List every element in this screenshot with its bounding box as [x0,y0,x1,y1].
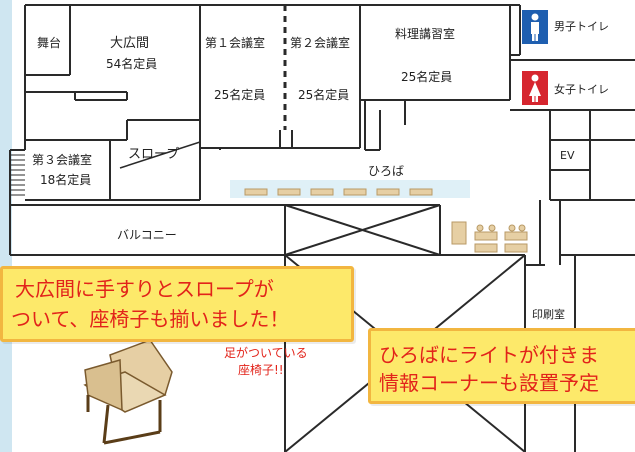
room3-name: 第３会議室 [32,153,93,167]
chair-note-line1: 足がついている [224,346,308,360]
info-corner-furniture [451,221,528,253]
room3-capacity: 18名定員 [40,173,92,187]
plaza-benches [244,188,433,196]
balcony-label: バルコニー [117,228,177,242]
slope-line [119,141,201,169]
elevator-label: EV [560,149,575,162]
chair-illustration [83,339,173,445]
room2-capacity: 25名定員 [298,88,350,102]
plaza-light-callout: ひろばにライトが付きま 情報コーナーも設置予定 [368,328,635,404]
room1-capacity: 25名定員 [214,88,266,102]
chair-note-line2: 座椅子!! [238,363,284,377]
walls [9,4,635,452]
hall-name: 大広間 [110,36,150,51]
cooking-room-name: 料理講習室 [395,27,456,41]
womens-toilet-label: 女子トイレ [554,83,609,96]
plaza-label: ひろば [368,164,405,178]
mens-toilet-label: 男子トイレ [554,20,609,33]
plaza-callout-line2: 情報コーナーも設置予定 [379,371,599,395]
stairs [10,154,25,196]
hall-callout-line1: 大広間に手すりとスロープが [15,277,274,301]
hall-callout-line2: ついて、座椅子も揃いました！ [11,307,290,331]
cooking-room-capacity: 25名定員 [401,70,453,84]
plaza-callout-line1: ひろばにライトが付きま [379,343,599,367]
stage-label: 舞台 [37,36,62,50]
hall-capacity: 54名定員 [106,57,158,71]
room1-name: 第１会議室 [205,36,266,50]
slope-label: スロープ [128,147,180,162]
room2-name: 第２会議室 [290,36,351,50]
print-room-label: 印刷室 [532,308,565,321]
hall-improvement-callout: 大広間に手すりとスロープが ついて、座椅子も揃いました！ [0,266,354,342]
